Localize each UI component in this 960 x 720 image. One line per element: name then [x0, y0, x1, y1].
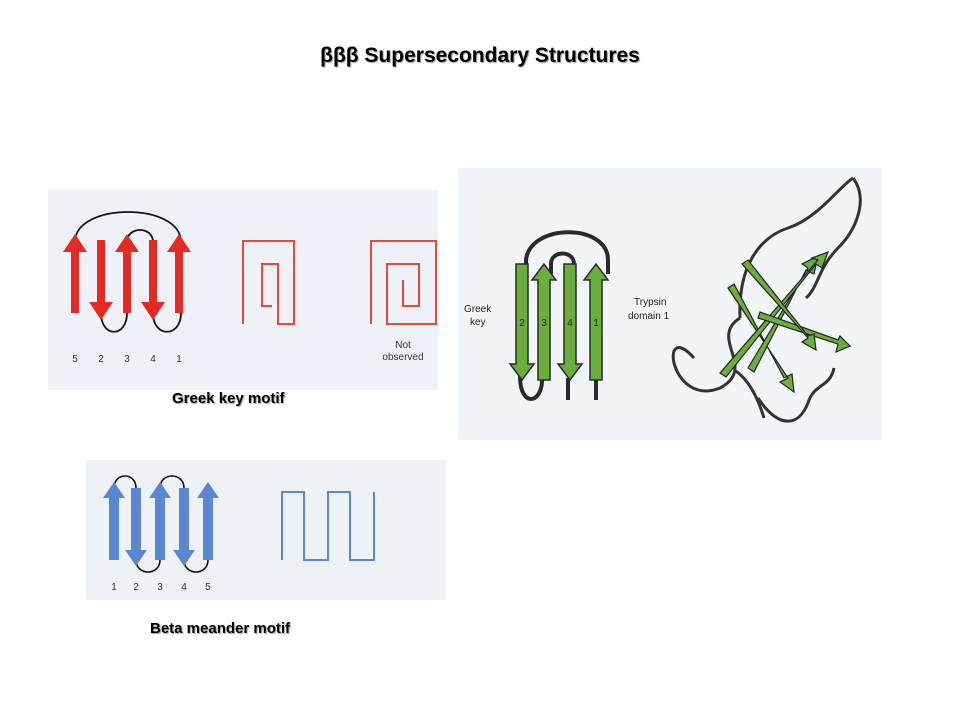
greek-key-label: key	[470, 317, 486, 328]
ribbon-strand	[719, 250, 830, 378]
ribbon-strand	[727, 283, 795, 394]
greek-key-strands	[63, 234, 191, 320]
beta-meander-caption: Beta meander motif	[150, 620, 291, 637]
strand-2	[89, 240, 113, 320]
strand-3	[115, 234, 139, 313]
strand-1	[167, 234, 191, 313]
ribbon-strand	[747, 254, 819, 373]
trypsin-ribbon-strands	[719, 250, 852, 394]
not-observed-label: observed	[382, 352, 423, 363]
strand-number: 2	[519, 318, 525, 329]
strand-4	[556, 263, 584, 382]
strand-number: 2	[133, 582, 139, 593]
strand-3	[149, 482, 171, 560]
trypsin-greek-key-strands	[508, 262, 610, 382]
strand-number: 3	[124, 354, 130, 365]
greek-key-topology-not-observed	[370, 240, 437, 325]
strand-number: 2	[98, 354, 104, 365]
trypsin-ribbon-loops	[671, 176, 862, 423]
meander-panel-background	[86, 460, 446, 600]
strand-number: 4	[181, 582, 187, 593]
beta-meander-diagram: 1 2 3 4 5	[86, 460, 446, 600]
trypsin-domain-diagram: 2 3 4 1 Greek key Trypsin domain 1	[458, 168, 882, 440]
meander-topology	[281, 491, 375, 561]
strand-number: 5	[72, 354, 78, 365]
strand-3	[530, 262, 558, 381]
ribbon-strand	[741, 259, 817, 352]
greek-key-label: Greek	[464, 304, 492, 315]
greek-key-diagram: 5 2 3 4 1 Not observed	[48, 190, 438, 390]
strand-4	[173, 488, 195, 566]
strand-4	[141, 240, 165, 320]
strand-number: 5	[205, 582, 211, 593]
strand-number: 4	[150, 354, 156, 365]
strand-2	[508, 263, 536, 382]
strand-number: 3	[157, 582, 163, 593]
strand-number: 1	[176, 354, 182, 365]
strand-number: 3	[541, 318, 547, 329]
greek-key-topology-observed	[242, 240, 295, 325]
not-observed-label: Not	[395, 340, 411, 351]
strand-5	[63, 234, 87, 313]
strand-5	[197, 482, 219, 560]
meander-strands	[103, 482, 219, 566]
strand-1	[582, 262, 610, 381]
strand-number: 1	[593, 318, 599, 329]
strand-number: 1	[111, 582, 117, 593]
strand-1	[103, 482, 125, 560]
strand-2	[125, 488, 147, 566]
strand-number: 4	[567, 318, 573, 329]
trypsin-label: Trypsin	[634, 297, 666, 308]
page-title: βββ Supersecondary Structures	[320, 44, 640, 67]
trypsin-greek-key-loops	[518, 230, 610, 401]
greek-key-caption: Greek key motif	[172, 390, 285, 407]
trypsin-label: domain 1	[628, 311, 670, 322]
